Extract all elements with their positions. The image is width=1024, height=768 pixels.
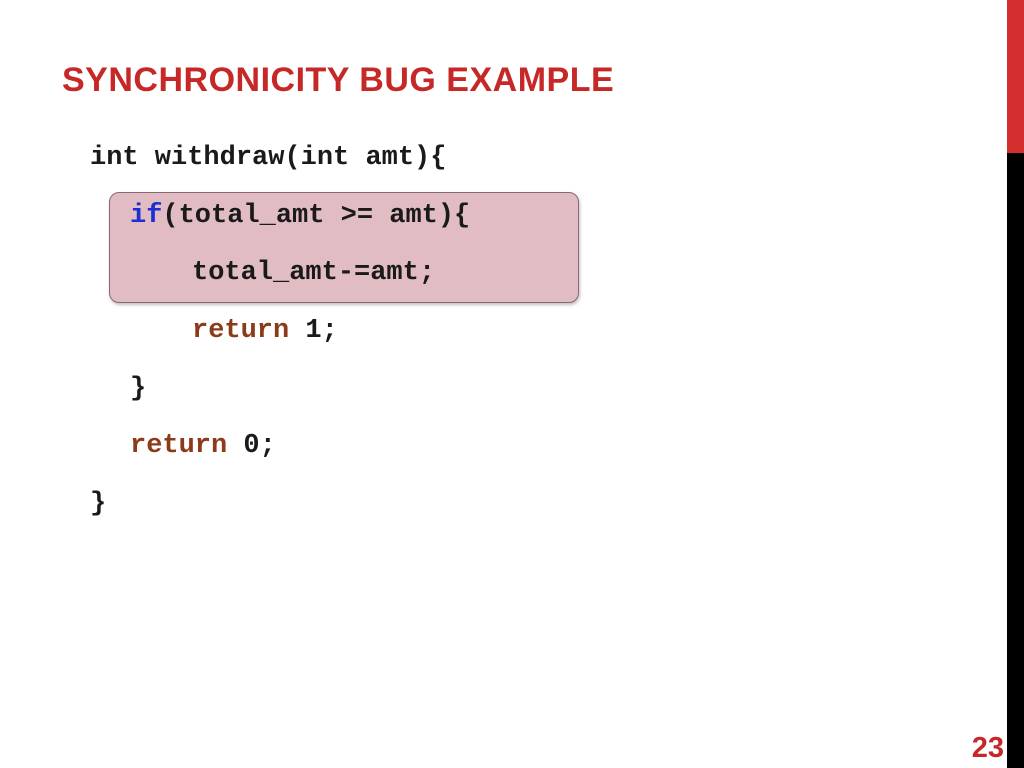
code-text: total_amt-=amt; bbox=[192, 258, 436, 288]
code-line-1: int withdraw(int amt){ bbox=[90, 141, 446, 175]
keyword-return: return bbox=[192, 316, 290, 346]
code-text: (total_amt >= amt){ bbox=[162, 201, 471, 231]
keyword-if: if bbox=[130, 201, 163, 231]
code-text: int withdraw(int amt){ bbox=[90, 143, 447, 173]
code-line-7: } bbox=[90, 487, 106, 521]
keyword-return: return bbox=[130, 431, 228, 461]
code-line-6: return 0; bbox=[130, 429, 276, 463]
code-line-3: total_amt-=amt; bbox=[192, 256, 435, 290]
page-number: 23 bbox=[971, 732, 1004, 764]
code-line-5: } bbox=[130, 372, 146, 406]
code-line-4: return 1; bbox=[192, 314, 338, 348]
code-text: } bbox=[90, 489, 107, 519]
accent-bar bbox=[1007, 0, 1024, 153]
code-line-2: if(total_amt >= amt){ bbox=[130, 199, 470, 233]
code-text: } bbox=[130, 374, 147, 404]
critical-section-highlight bbox=[109, 192, 579, 303]
code-text: 1; bbox=[289, 316, 338, 346]
slide-title: SYNCHRONICITY BUG EXAMPLE bbox=[62, 61, 615, 99]
side-bar bbox=[1007, 153, 1024, 768]
code-text: 0; bbox=[227, 431, 276, 461]
